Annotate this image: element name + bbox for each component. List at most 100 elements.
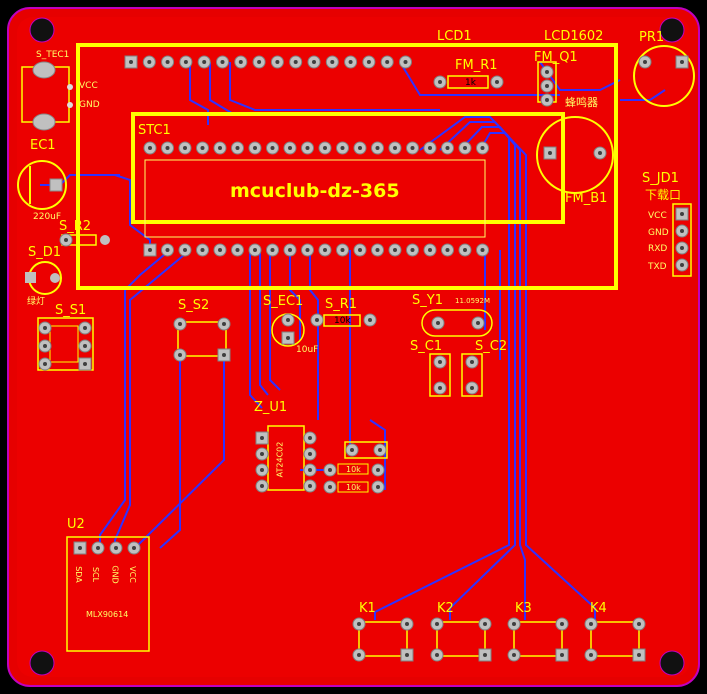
pad-hole: [637, 622, 641, 626]
pad-hole: [358, 146, 362, 150]
key-k1: K1: [359, 601, 376, 616]
pad-hole: [375, 146, 380, 150]
fm-q1-designator: FM_Q1: [534, 50, 578, 65]
pad-hole: [545, 98, 549, 102]
pad-hole: [470, 360, 474, 364]
pad-hole: [293, 60, 298, 64]
pad-hole: [637, 653, 641, 657]
pad-hole: [476, 321, 480, 325]
s-tec1-vcc: VCC: [79, 81, 98, 91]
pad-hole: [589, 622, 593, 626]
s-c1-designator: S_C1: [410, 339, 443, 354]
key-outline: [358, 621, 408, 657]
pad-hole: [178, 353, 182, 357]
pad-hole: [183, 146, 187, 150]
s-y1-value: 11.0592M: [455, 297, 490, 305]
pad-hole: [132, 546, 136, 550]
u2-pin-scl: SCL: [91, 566, 101, 583]
pad-hole: [147, 60, 152, 64]
pad-hole: [340, 248, 345, 252]
pad-hole: [358, 248, 362, 252]
s-c2-designator: S_C2: [475, 339, 508, 354]
pad-hole: [288, 146, 292, 150]
s-d1-designator: S_D1: [28, 245, 62, 260]
stc1-designator: STC1: [138, 123, 171, 138]
key-outlines: [358, 621, 640, 657]
jd-pin-rxd: RXD: [648, 244, 668, 254]
pad-hole: [286, 318, 290, 322]
pad-hole: [680, 229, 684, 233]
pad-hole: [438, 386, 442, 390]
key-outline: [513, 621, 563, 657]
pad-hole: [480, 146, 485, 150]
res-10k-a-value: 10k: [346, 465, 361, 474]
pad-hole: [218, 146, 222, 150]
ec1-capacitor: [17, 160, 67, 210]
key-k2: K2: [437, 601, 454, 616]
pad-hole: [680, 263, 684, 267]
s-r1-designator: S_R1: [325, 297, 358, 312]
pad-hole: [83, 326, 87, 330]
pad-hole: [405, 653, 409, 657]
pad-hole: [183, 248, 187, 252]
pad-hole: [366, 60, 371, 64]
pad-hole: [495, 80, 499, 84]
pad-hole: [222, 353, 226, 357]
pad-hole: [260, 468, 264, 472]
s-s2-designator: S_S2: [178, 298, 210, 313]
pad-hole: [598, 151, 602, 155]
res-10k-b-value: 10k: [346, 483, 361, 492]
pad-hole: [483, 622, 487, 626]
pad-hole: [376, 485, 380, 489]
key-k3: K3: [515, 601, 532, 616]
pad-hole: [114, 546, 118, 550]
pad-hole: [235, 248, 240, 252]
pad-hole: [375, 248, 380, 252]
component-pads: [38, 55, 689, 662]
z-u1-designator: Z_U1: [254, 400, 288, 415]
pad-hole: [483, 653, 487, 657]
stc-bottom-pads: [143, 243, 489, 257]
pad-hole: [330, 60, 335, 64]
pad-hole: [385, 60, 390, 64]
key-k4: K4: [590, 601, 607, 616]
pad-hole: [275, 60, 280, 64]
pad-hole: [238, 60, 243, 64]
stc-outline: [131, 112, 565, 224]
mounting-holes: [29, 17, 685, 676]
u2-designator: U2: [67, 517, 85, 532]
pad-hole: [78, 546, 82, 550]
pad-hole: [680, 60, 684, 64]
pad-hole: [165, 146, 170, 150]
pad-hole: [350, 448, 354, 452]
pad-hole: [288, 248, 292, 252]
pad-hole: [438, 360, 442, 364]
pad-hole: [253, 248, 257, 252]
u2-pin-vcc: VCC: [127, 566, 137, 583]
pad-hole: [315, 318, 319, 322]
z-u1-chip: AT24C02: [275, 441, 285, 478]
pad-hole: [305, 248, 310, 252]
pad-hole: [393, 248, 397, 252]
pad-hole: [368, 318, 372, 322]
lcd-header-pads: [124, 55, 412, 69]
u2-pin-sda: SDA: [73, 566, 83, 583]
s-ec1-value: 10uF: [296, 345, 319, 355]
s-s1-designator: S_S1: [55, 303, 87, 318]
pad-hole: [286, 336, 290, 340]
pad-hole: [200, 146, 205, 150]
pad-hole: [257, 60, 262, 64]
lcd-designator: LCD1: [437, 29, 472, 44]
pad-hole: [376, 468, 380, 472]
pad-hole: [308, 436, 312, 440]
pad-hole: [545, 70, 549, 74]
pad-hole: [218, 248, 222, 252]
pad-hole: [43, 362, 47, 366]
pad-hole: [148, 248, 152, 252]
pad-hole: [183, 60, 188, 64]
pad-hole: [470, 386, 474, 390]
pad-hole: [200, 248, 205, 252]
ec1-value: 220uF: [33, 212, 62, 222]
jd-pin-vcc: VCC: [648, 211, 667, 221]
